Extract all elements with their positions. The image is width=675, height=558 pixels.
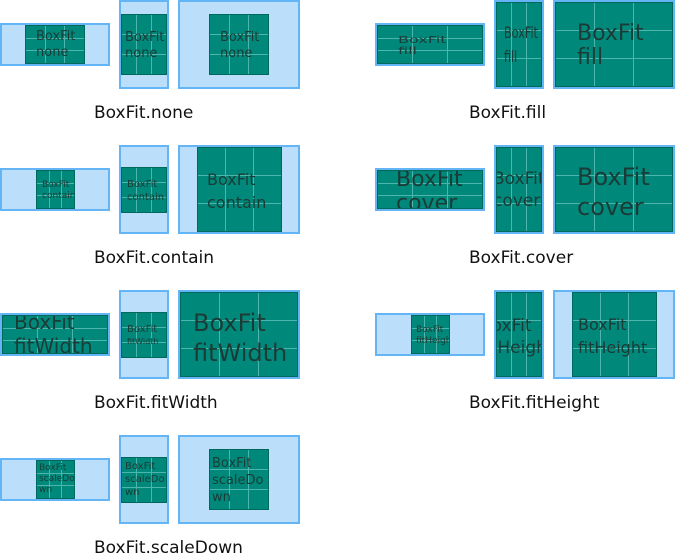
image-label: fitWidth <box>14 334 93 354</box>
image-label: BoxFit <box>125 461 156 472</box>
image-tile: BoxFit fitWidth <box>2 315 108 354</box>
image-label: none <box>125 46 158 61</box>
image-label: wn <box>212 490 231 505</box>
image-tile: BoxFit fill <box>555 2 673 87</box>
image-tile: BoxFit fill <box>496 2 542 87</box>
image-label: BoxFit <box>42 180 70 190</box>
container-wide: BoxFit fitHeight <box>375 313 485 356</box>
image-label: BoxFit <box>220 30 260 45</box>
container-wide: BoxFit scaleDo wn <box>0 458 110 501</box>
image-label: wn <box>39 485 53 495</box>
image-label: BoxFit <box>14 315 75 334</box>
image-tile: BoxFit contain <box>197 147 282 232</box>
image-tile: BoxFit fitHeight <box>411 315 450 354</box>
image-label: fitHeight <box>578 338 648 357</box>
image-label: contain <box>127 192 165 203</box>
image-label: BoxFit <box>39 463 67 473</box>
image-tile: BoxFit fitHeight <box>572 292 657 377</box>
image-label: cover <box>577 193 644 221</box>
image-tile: BoxFit scaleDo wn <box>36 460 75 499</box>
image-label: fitHeight <box>497 338 541 358</box>
image-label: BoxFit <box>212 456 252 471</box>
image-label: scaleDo <box>125 474 165 485</box>
caption: BoxFit.fitHeight <box>469 393 600 413</box>
image-tile: BoxFit contain <box>121 167 167 213</box>
image-tile: BoxFit contain <box>36 170 75 209</box>
image-label: fill <box>504 47 518 66</box>
container-wide: BoxFit none <box>0 23 110 66</box>
image-tile: BoxFit none <box>209 14 269 75</box>
image-label: fitHeight <box>416 336 449 346</box>
image-tile: BoxFit none <box>25 25 85 64</box>
container-tall: BoxFit none <box>119 0 169 89</box>
caption: BoxFit.scaleDown <box>94 538 243 558</box>
container-wide: BoxFit cover <box>375 168 485 211</box>
container-large: BoxFit none <box>178 0 300 89</box>
image-label: BoxFit <box>416 325 444 335</box>
image-label: BoxFit <box>193 309 266 337</box>
image-tile: BoxFit scaleDo wn <box>209 449 269 510</box>
container-tall: BoxFit cover <box>494 145 544 234</box>
caption: BoxFit.fill <box>469 103 547 123</box>
container-large: BoxFit cover <box>553 145 675 234</box>
container-large: BoxFit contain <box>178 145 300 234</box>
image-label: BoxFit <box>577 21 644 46</box>
image-tile: BoxFit fill <box>377 25 483 64</box>
image-label: none <box>36 45 69 60</box>
image-tile: BoxFit fitHeight <box>496 292 542 377</box>
container-wide: BoxFit fitWidth <box>0 313 110 356</box>
image-label: scaleDo <box>39 474 75 484</box>
caption: BoxFit.none <box>94 103 194 123</box>
container-large: BoxFit fitHeight <box>553 290 675 379</box>
container-tall: BoxFit fitWidth <box>119 290 169 379</box>
caption: BoxFit.cover <box>469 248 574 268</box>
image-label: fill <box>577 45 604 70</box>
image-label: cover <box>396 191 458 209</box>
image-label: BoxFit <box>396 170 463 192</box>
container-tall: BoxFit fill <box>494 0 544 89</box>
image-label: BoxFit <box>577 163 650 191</box>
image-label: contain <box>42 191 75 201</box>
image-label: none <box>220 46 253 61</box>
image-label: BoxFit <box>496 169 541 189</box>
image-tile: BoxFit none <box>121 14 167 75</box>
image-label: wn <box>125 487 140 498</box>
image-label: BoxFit <box>497 316 532 336</box>
container-large: BoxFit fill <box>553 0 675 89</box>
container-wide: BoxFit contain <box>0 168 110 211</box>
image-tile: BoxFit cover <box>377 170 483 209</box>
image-tile: BoxFit cover <box>555 147 673 232</box>
caption: BoxFit.contain <box>94 248 215 268</box>
container-tall: BoxFit fitHeight <box>494 290 544 379</box>
caption: BoxFit.fitWidth <box>94 393 218 413</box>
container-large: BoxFit scaleDo wn <box>178 435 300 524</box>
image-label: scaleDo <box>212 473 264 488</box>
image-label: BoxFit <box>398 33 447 46</box>
image-tile: BoxFit cover <box>496 147 542 232</box>
image-tile: BoxFit fitWidth <box>180 292 298 377</box>
image-label: contain <box>207 193 267 212</box>
container-tall: BoxFit contain <box>119 145 169 234</box>
image-label: BoxFit <box>207 170 256 189</box>
image-label: BoxFit <box>127 179 158 190</box>
image-tile: BoxFit fitWidth <box>121 312 167 358</box>
container-tall: BoxFit scaleDo wn <box>119 435 169 524</box>
image-label: fitWidth <box>193 339 288 367</box>
container-large: BoxFit fitWidth <box>178 290 300 379</box>
image-label: fill <box>398 44 417 57</box>
image-tile: BoxFit scaleDo wn <box>121 457 167 503</box>
image-label: BoxFit <box>578 315 627 334</box>
container-wide: BoxFit fill <box>375 23 485 66</box>
image-label: BoxFit <box>36 29 76 44</box>
image-label: BoxFit <box>504 23 538 42</box>
image-label: BoxFit <box>127 324 158 335</box>
image-label: cover <box>496 191 541 211</box>
image-label: BoxFit <box>125 30 165 45</box>
image-label: fitWidth <box>127 337 159 346</box>
